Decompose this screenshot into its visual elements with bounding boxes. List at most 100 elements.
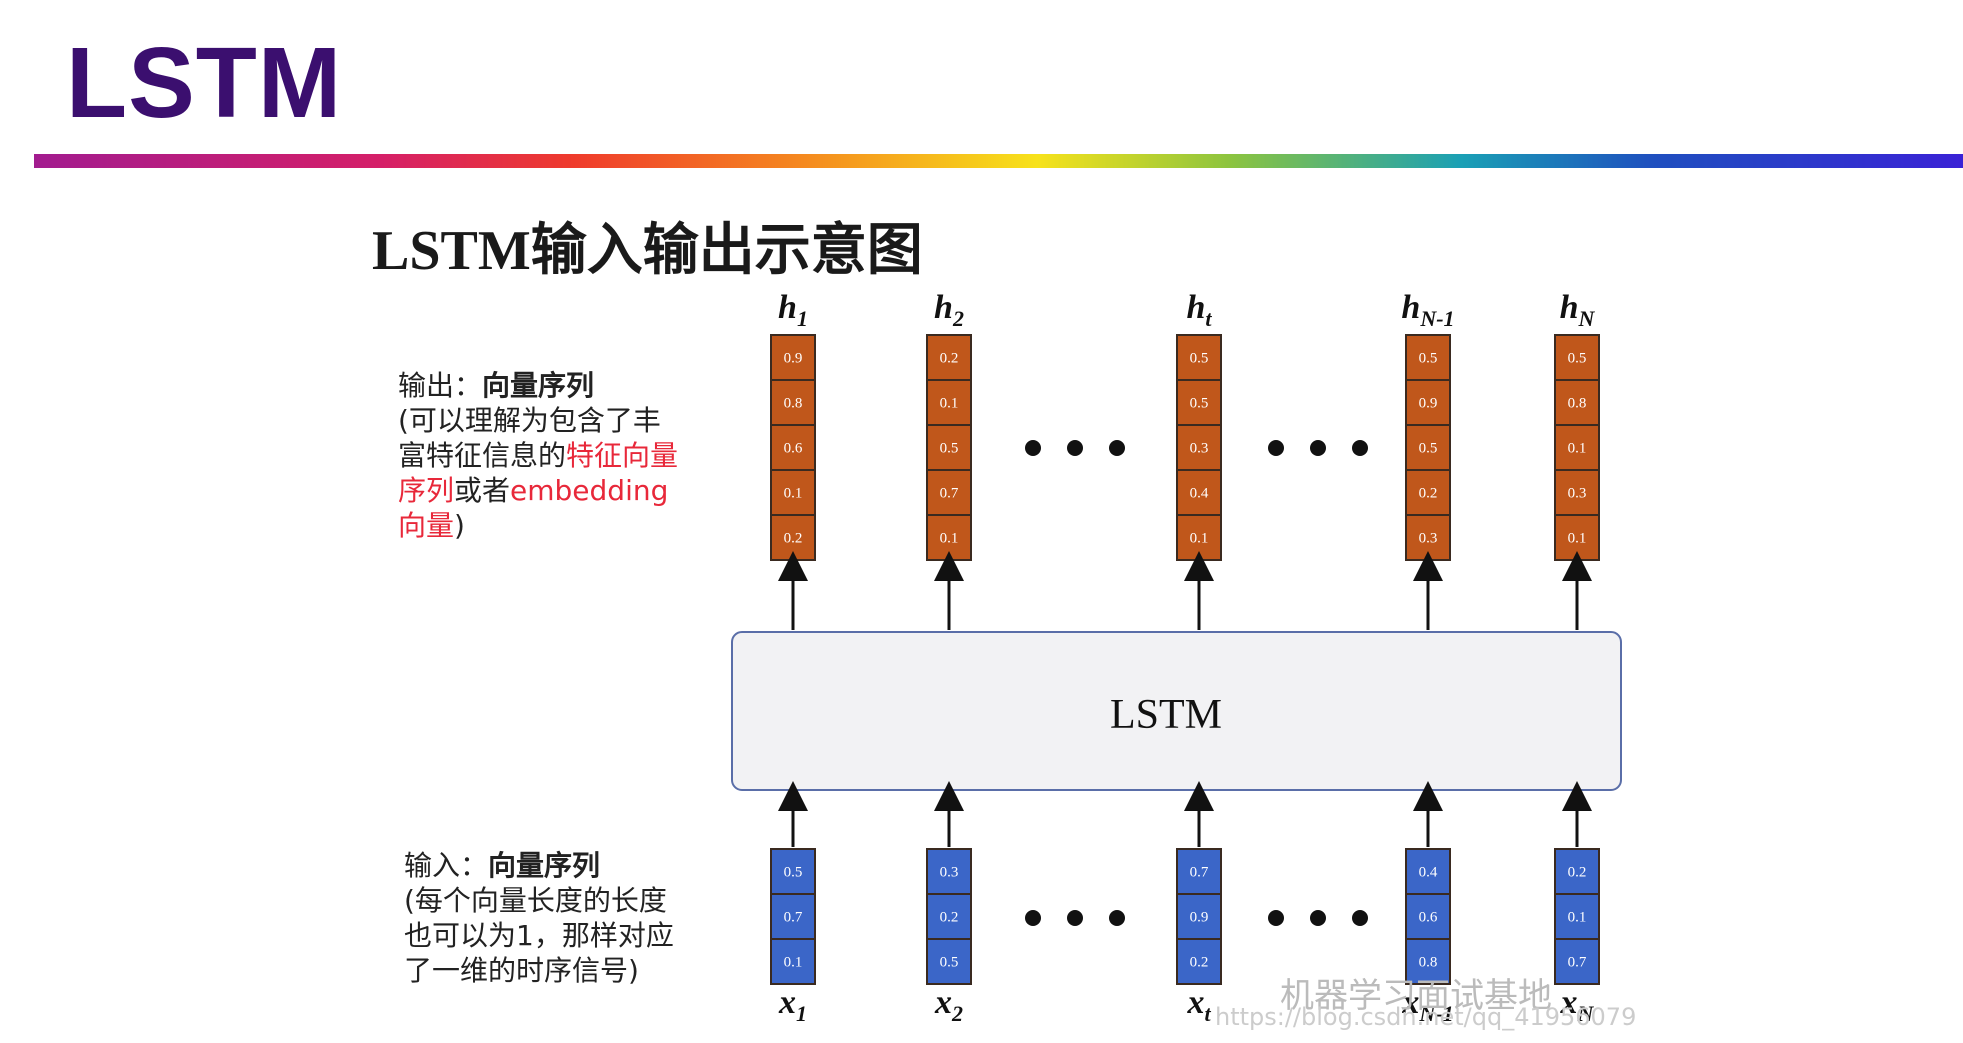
output-2-cell — [926, 334, 972, 381]
output-4-cell-value: 0.2 — [1419, 486, 1438, 502]
output-4-cell-value: 0.9 — [1419, 396, 1438, 412]
input-1-cell-value: 0.1 — [784, 955, 803, 971]
output-note-line1: (可以理解为包含了丰 — [398, 404, 661, 437]
input-2-cell-value: 0.2 — [940, 910, 959, 926]
input-2-label-sub: 2 — [951, 1001, 963, 1026]
output-4-label-main: h — [1401, 289, 1420, 326]
ellipsis-dot — [1109, 440, 1125, 456]
input-note-line1: (每个向量长度的长度 — [404, 884, 667, 917]
output-1-cell — [770, 424, 816, 471]
output-1-cell — [770, 334, 816, 381]
output-4-cell-value: 0.5 — [1419, 351, 1438, 367]
input-4-cell-value: 0.8 — [1419, 955, 1438, 971]
output-5-cell — [1554, 379, 1600, 426]
output-note: 输出：向量序列 (可以理解为包含了丰 富特征信息的特征向量 序列或者embedd… — [398, 368, 708, 543]
ellipsis-dot — [1310, 440, 1326, 456]
output-1-cell-value: 0.2 — [784, 531, 803, 547]
output-5-cell-value: 0.5 — [1568, 351, 1587, 367]
input-1-cell-value: 0.7 — [784, 910, 803, 926]
output-4-cell-value: 0.5 — [1419, 441, 1438, 457]
output-2-label-main: h — [934, 289, 953, 326]
output-5-cell-value: 0.3 — [1568, 486, 1587, 502]
input-3-cell-value: 0.7 — [1190, 865, 1209, 881]
output-4-label: hN-1 — [1401, 289, 1454, 331]
input-2-cell-value: 0.3 — [940, 865, 959, 881]
output-5-label: hN — [1560, 289, 1596, 331]
output-3-cell-value: 0.5 — [1190, 351, 1209, 367]
output-note-line2-red: 特征向量 — [566, 439, 679, 472]
diagram-title: LSTM输入输出示意图 — [372, 220, 923, 282]
ellipsis-dot — [1352, 910, 1368, 926]
output-note-prefix: 输出： — [398, 369, 483, 402]
output-4-label-sub: N-1 — [1419, 306, 1454, 331]
input-4-label: xN-1 — [1401, 984, 1453, 1026]
watermark-text: 机器学习面试基地 — [1280, 976, 1552, 1016]
slide-title: LSTM — [66, 27, 343, 139]
input-5-label-sub: N — [1577, 1001, 1595, 1026]
output-5-cell-value: 0.1 — [1568, 531, 1587, 547]
output-note-line4-plain: ) — [454, 509, 465, 542]
output-4-cell — [1405, 469, 1451, 516]
output-4-cell — [1405, 334, 1451, 381]
input-1-cell — [770, 893, 816, 940]
input-4-cell — [1405, 848, 1451, 895]
output-2-cell — [926, 469, 972, 516]
output-note-line3-plain: 或者 — [454, 474, 511, 507]
output-2-cell — [926, 424, 972, 471]
input-3-label: xt — [1186, 984, 1211, 1026]
output-1-cell-value: 0.6 — [784, 441, 803, 457]
input-2-cell-value: 0.5 — [940, 955, 959, 971]
output-note-line3-red2: embedding — [510, 474, 669, 507]
input-4-label-main: x — [1401, 984, 1419, 1021]
output-2-cell-value: 0.7 — [940, 486, 959, 502]
input-3-label-main: x — [1186, 984, 1204, 1021]
input-2-label: x2 — [934, 984, 963, 1026]
output-1-label-sub: 1 — [797, 306, 808, 331]
input-1-label-main: x — [778, 984, 796, 1021]
input-5-label: xN — [1560, 984, 1595, 1026]
ellipsis-dot — [1268, 910, 1284, 926]
input-note-line2: 也可以为1，那样对应 — [404, 919, 674, 952]
ellipsis-dot — [1352, 440, 1368, 456]
input-3-cell-value: 0.9 — [1190, 910, 1209, 926]
lstm-core-box — [731, 631, 1622, 791]
output-4-cell-value: 0.3 — [1419, 531, 1438, 547]
output-2-label: h2 — [934, 289, 964, 331]
output-1-cell-value: 0.1 — [784, 486, 803, 502]
output-3-cell-value: 0.4 — [1190, 486, 1209, 502]
output-5-cell-value: 0.8 — [1568, 396, 1587, 412]
output-1-label: h1 — [778, 289, 808, 331]
watermark-url: https://blog.csdn.net/qq_41956079 — [1215, 1003, 1637, 1031]
ellipsis-dot — [1268, 440, 1284, 456]
input-1-cell — [770, 938, 816, 985]
output-note-line4-red: 向量 — [398, 509, 455, 542]
input-5-cell — [1554, 893, 1600, 940]
input-note-bold: 向量序列 — [488, 849, 601, 882]
output-1-cell-value: 0.9 — [784, 351, 803, 367]
output-5-cell-value: 0.1 — [1568, 441, 1587, 457]
output-3-cell-value: 0.1 — [1190, 531, 1209, 547]
input-2-cell — [926, 938, 972, 985]
output-1-cell — [770, 379, 816, 426]
lstm-core-label: LSTM — [1110, 692, 1222, 738]
input-5-label-main: x — [1560, 984, 1578, 1021]
ellipsis-dot — [1109, 910, 1125, 926]
input-5-cell-value: 0.7 — [1568, 955, 1587, 971]
input-3-cell — [1176, 893, 1222, 940]
ellipsis-dot — [1025, 910, 1041, 926]
input-3-cell — [1176, 938, 1222, 985]
input-2-label-main: x — [934, 984, 952, 1021]
input-4-cell-value: 0.4 — [1419, 865, 1438, 881]
input-1-cell-value: 0.5 — [784, 865, 803, 881]
input-5-cell-value: 0.2 — [1568, 865, 1587, 881]
input-4-cell — [1405, 938, 1451, 985]
output-2-cell-value: 0.1 — [940, 531, 959, 547]
output-3-cell — [1176, 334, 1222, 381]
output-3-cell — [1176, 379, 1222, 426]
ellipsis-dot — [1067, 910, 1083, 926]
input-5-cell — [1554, 848, 1600, 895]
input-1-cell — [770, 848, 816, 895]
output-3-label: ht — [1186, 289, 1212, 331]
output-2-cell-value: 0.2 — [940, 351, 959, 367]
input-3-cell-value: 0.2 — [1190, 955, 1209, 971]
